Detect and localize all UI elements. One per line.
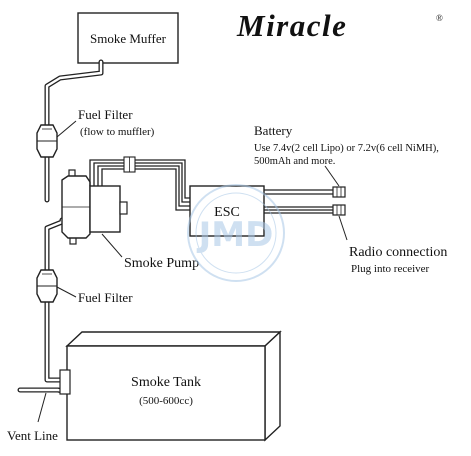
battery-note-line-1: Use 7.4v(2 cell Lipo) or 7.2v(6 cell NiM… <box>254 143 439 154</box>
battery-note-line-2: 500mAh and more. <box>254 156 335 167</box>
fuel-filter-top-label: Fuel Filter <box>78 107 133 122</box>
smoke-pump <box>61 169 128 245</box>
pump-esc-wires <box>89 156 190 211</box>
battery-label: Battery <box>254 123 293 138</box>
smoke-tank-note: (500-600cc) <box>139 395 193 407</box>
smoke-pump-label: Smoke Pump <box>124 256 199 271</box>
esc-label: ESC <box>214 205 240 220</box>
fuel-filter-bottom-label: Fuel Filter <box>78 290 133 305</box>
registered-mark: ® <box>436 13 443 23</box>
brand-name: Miracle <box>236 8 347 43</box>
watermark-text: JMD <box>197 215 274 255</box>
radio-note: Plug into receiver <box>351 263 430 275</box>
brand-logo: Miracle ® <box>236 8 443 43</box>
bottom-fuel-filter <box>36 269 58 303</box>
battery-leads <box>264 186 346 198</box>
vent-line-label: Vent Line <box>7 428 58 443</box>
smoke-tank <box>59 330 282 442</box>
radio-connection-label: Radio connection <box>349 245 447 260</box>
fuel-filter-top-note: (flow to muffler) <box>80 126 155 138</box>
watermark-logo: JMD <box>187 184 285 282</box>
top-fuel-filter <box>36 124 58 158</box>
smoke-muffer-label: Smoke Muffer <box>90 31 167 46</box>
smoke-tank-label: Smoke Tank <box>131 375 201 390</box>
smoke-muffer-box <box>77 12 179 64</box>
